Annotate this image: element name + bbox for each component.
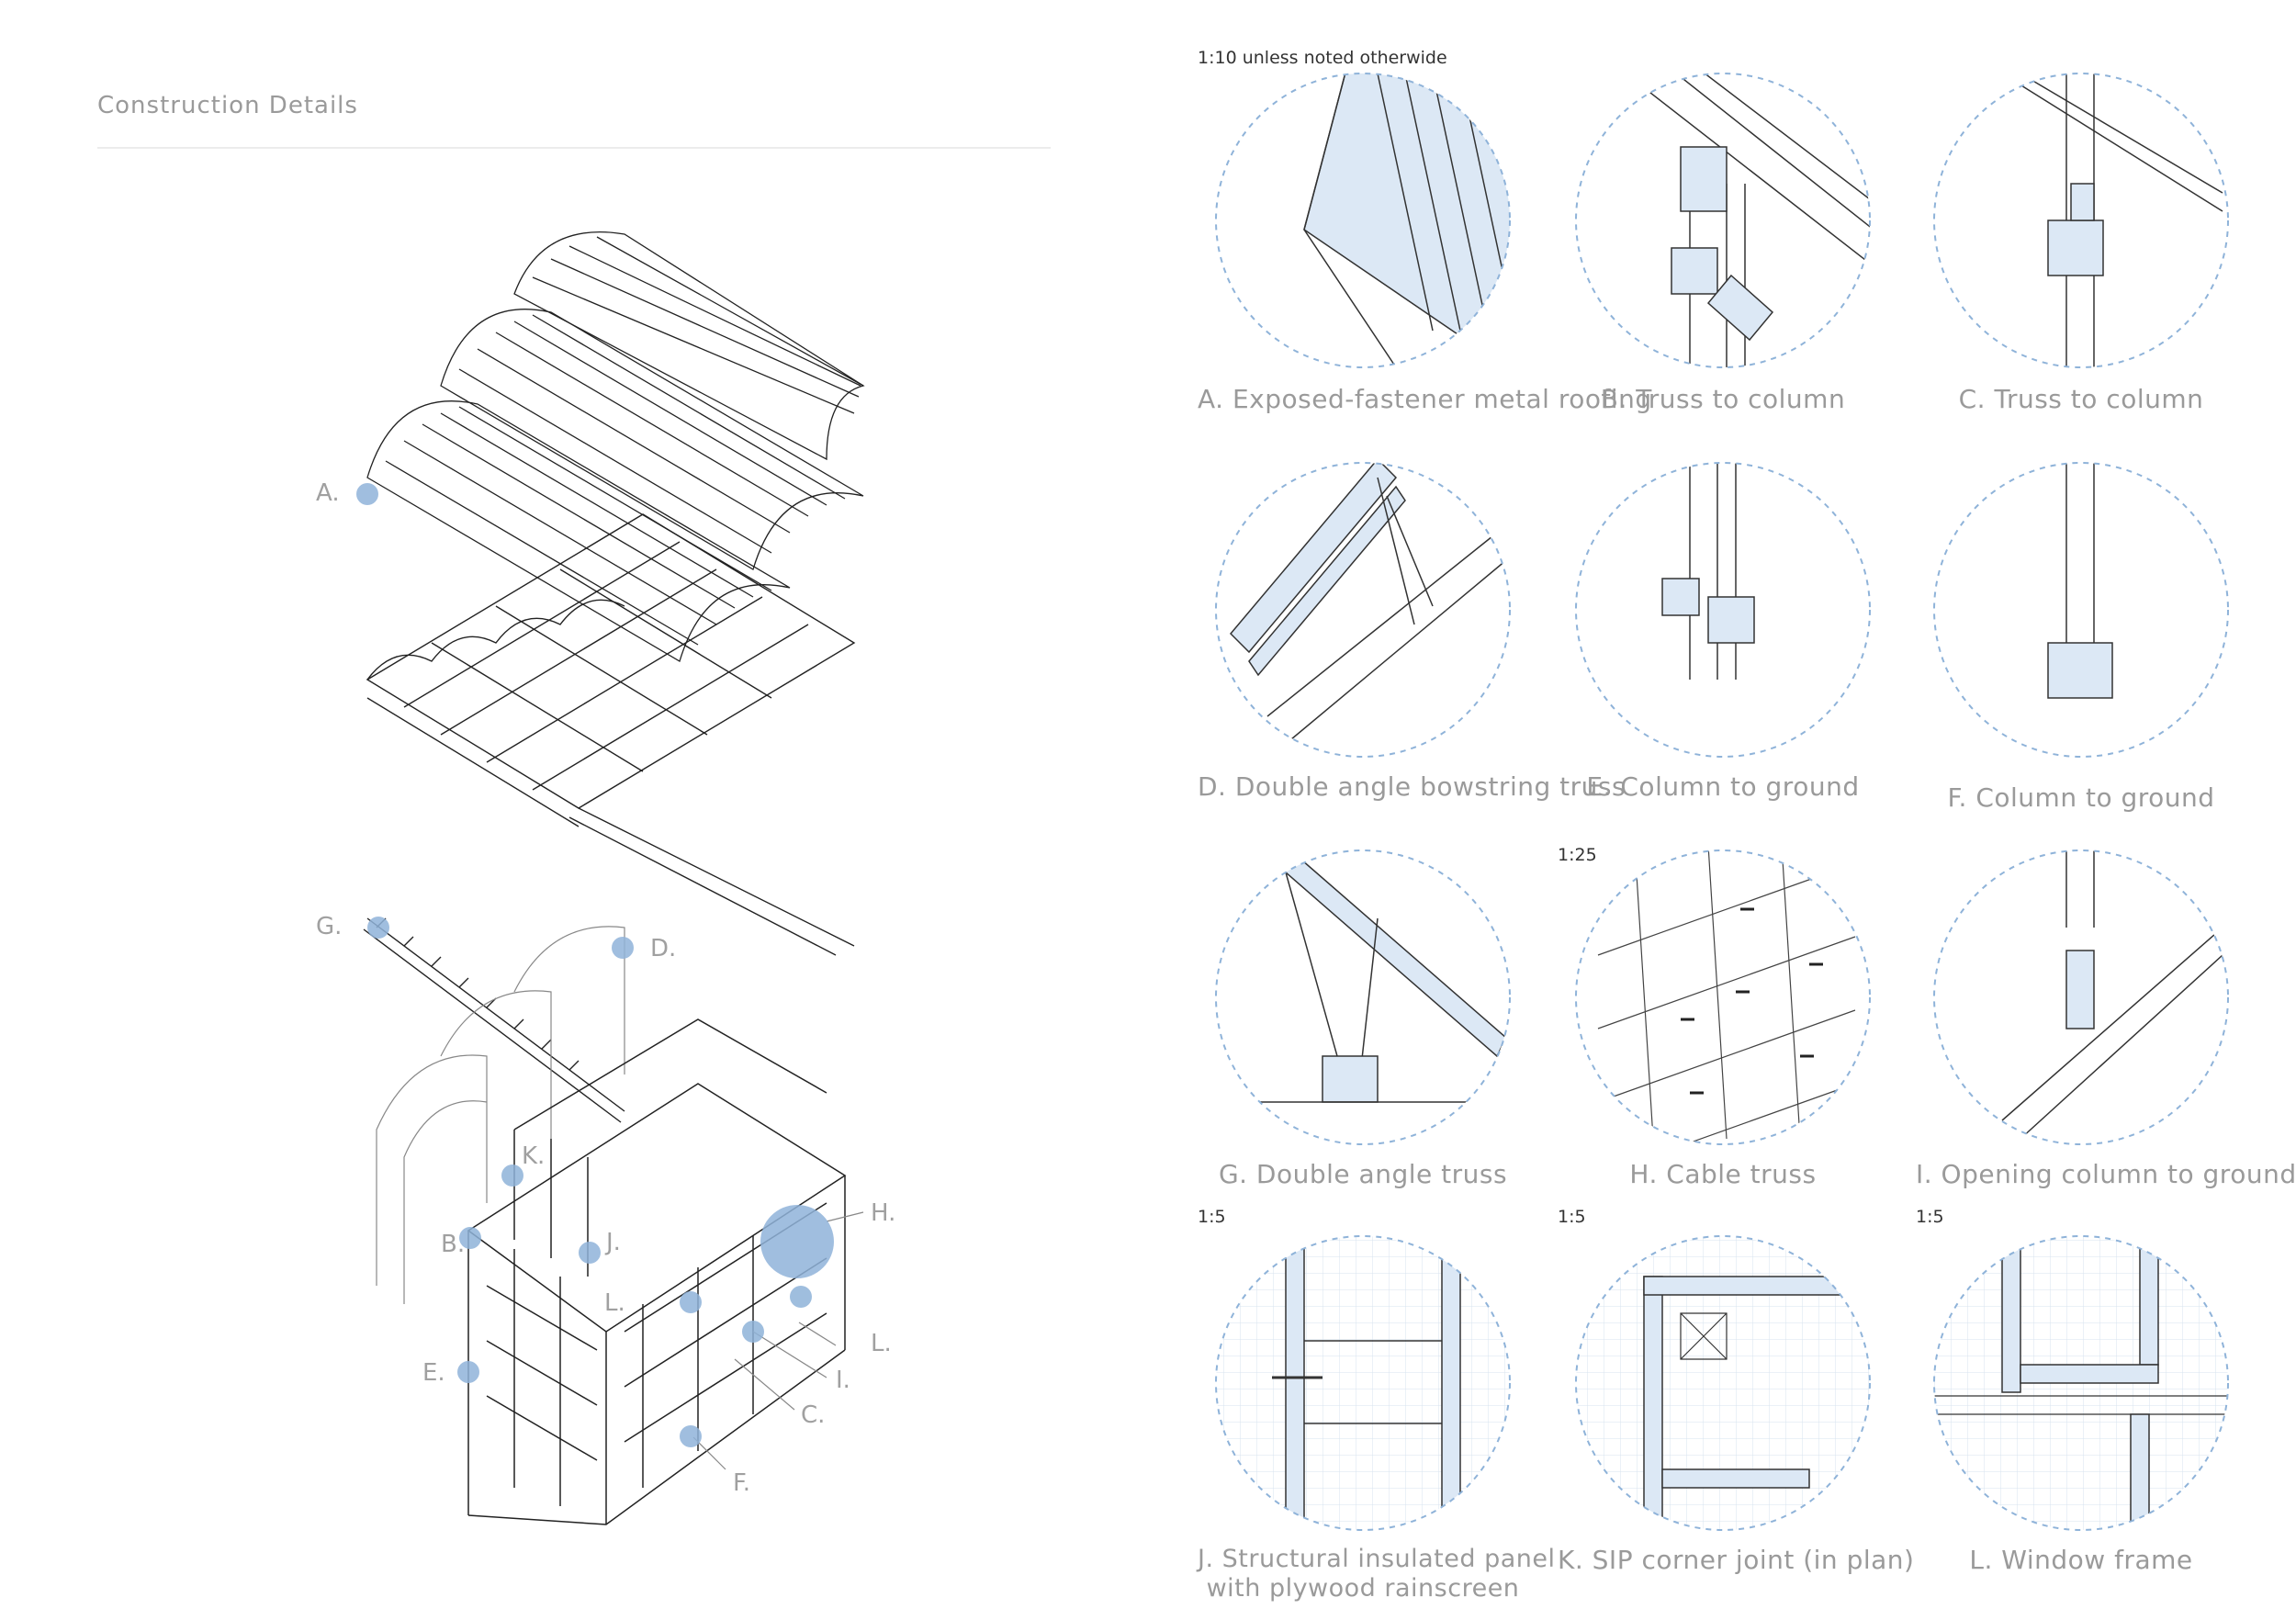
truss-grid <box>366 513 856 956</box>
axon-tag-h: H. <box>871 1199 896 1227</box>
axon-tag-l: L. <box>604 1289 625 1317</box>
detail-j-label-line1: J. Structural insulated panel <box>1198 1545 1556 1573</box>
page-title: Construction Details <box>97 92 358 119</box>
axon-tag-k: K. <box>522 1142 546 1170</box>
axon-tag-d: D. <box>650 935 677 962</box>
detail-i-circle <box>1933 849 2229 1145</box>
callout-markers <box>356 483 834 1447</box>
scale-default: 1:10 unless noted otherwide <box>1198 48 1447 68</box>
detail-c-circle <box>1933 73 2229 368</box>
detail-g-circle <box>1215 849 1511 1145</box>
detail-j-drawing <box>1215 1235 1511 1531</box>
background-arches <box>376 926 625 1304</box>
axon-tag-e: E. <box>422 1359 445 1387</box>
detail-f-drawing <box>1933 462 2229 758</box>
title-divider <box>97 147 1051 149</box>
detail-l-circle <box>1933 1235 2229 1531</box>
scale-l: 1:5 <box>1916 1207 1944 1227</box>
detail-l-label: L. Window frame <box>1969 1545 2193 1575</box>
detail-g-drawing <box>1215 849 1511 1145</box>
detail-j-label: J. Structural insulated panel with plywo… <box>1198 1545 1556 1603</box>
axon-tag-a: A. <box>316 479 340 507</box>
axon-tag-c: C. <box>801 1401 826 1429</box>
detail-a-label: A. Exposed-fastener metal roofing <box>1198 384 1652 414</box>
vault-3 <box>513 231 865 461</box>
axon-tag-l2: L. <box>871 1330 892 1357</box>
detail-d-drawing <box>1215 462 1511 758</box>
detail-i-label: I. Opening column to ground <box>1916 1159 2296 1189</box>
axon-tag-i: I. <box>836 1367 850 1394</box>
detail-e-drawing <box>1575 462 1871 758</box>
detail-d-circle <box>1215 462 1511 758</box>
detail-e-circle <box>1575 462 1871 758</box>
detail-h-label: H. Cable truss <box>1629 1159 1817 1189</box>
detail-d-label: D. Double angle bowstring truss <box>1198 771 1626 802</box>
detail-b-circle <box>1575 73 1871 368</box>
detail-j-label-line2: with plywood rainscreen <box>1206 1574 1520 1603</box>
detail-k-drawing <box>1575 1235 1871 1531</box>
scale-h: 1:25 <box>1558 845 1597 865</box>
detail-f-label: F. Column to ground <box>1947 782 2215 813</box>
detail-a-circle <box>1215 73 1511 368</box>
axon-tag-j: J. <box>606 1229 621 1256</box>
vault-1 <box>366 400 791 662</box>
detail-c-label: C. Truss to column <box>1958 384 2204 414</box>
detail-i-drawing <box>1933 849 2229 1145</box>
detail-b-label: B. Truss to column <box>1600 384 1846 414</box>
detail-k-circle <box>1575 1235 1871 1531</box>
detail-b-drawing <box>1575 73 1871 368</box>
detail-h-circle <box>1575 849 1871 1145</box>
detail-j-circle <box>1215 1235 1511 1531</box>
vault-2 <box>440 309 864 570</box>
scale-k: 1:5 <box>1558 1207 1586 1227</box>
detail-h-drawing <box>1575 849 1871 1145</box>
axon-tag-b: B. <box>441 1231 466 1258</box>
axon-tag-f: F. <box>733 1469 751 1497</box>
scale-j: 1:5 <box>1198 1207 1226 1227</box>
detail-k-label: K. SIP corner joint (in plan) <box>1558 1545 1915 1575</box>
detail-a-drawing <box>1215 73 1511 368</box>
detail-e-label: E. Column to ground <box>1586 771 1860 802</box>
detail-g-label: G. Double angle truss <box>1218 1159 1508 1189</box>
detail-l-drawing <box>1933 1235 2229 1531</box>
axon-tag-g: G. <box>316 913 343 940</box>
detail-c-drawing <box>1933 73 2229 368</box>
roof-vaults <box>366 231 865 662</box>
detail-f-circle <box>1933 462 2229 758</box>
